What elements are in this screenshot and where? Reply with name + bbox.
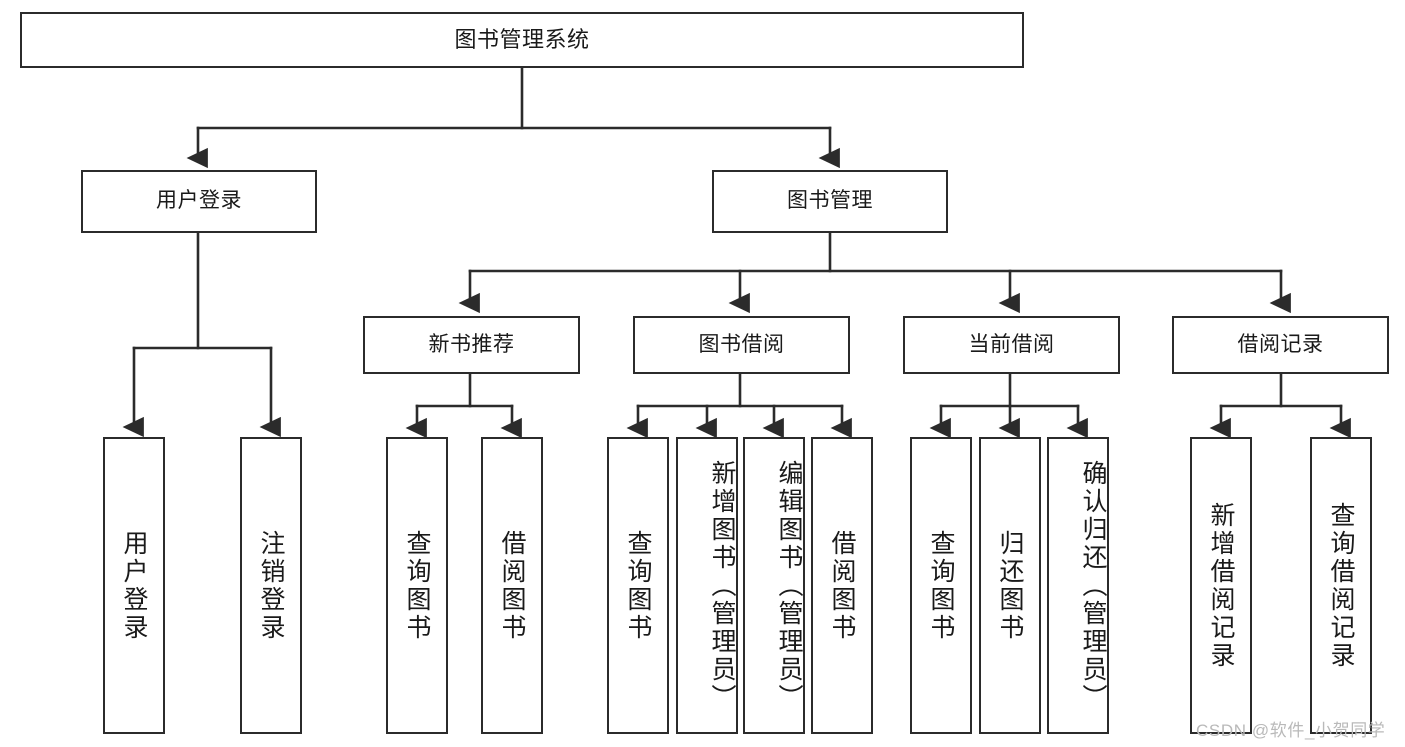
- edge-group-current-borrow: [929, 372, 1088, 439]
- edge-group-borrow-record: [1209, 372, 1351, 439]
- leaf-borrow-record-add-record[interactable]: 新增借阅记录: [1190, 437, 1252, 734]
- node-root-book-management-system[interactable]: 图书管理系统: [20, 12, 1024, 68]
- leaf-book-borrow-add-book-admin[interactable]: 新增图书（管理员）: [676, 437, 738, 734]
- leaf-book-borrow-query-book[interactable]: 查询图书: [607, 437, 669, 734]
- leaf-book-borrow-borrow-book[interactable]: 借阅图书: [811, 437, 873, 734]
- edge-group-book-management: [458, 231, 1291, 314]
- node-borrow-record[interactable]: 借阅记录: [1172, 316, 1389, 374]
- leaf-new-book-query-book[interactable]: 查询图书: [386, 437, 448, 734]
- edge-group-book-borrow: [626, 372, 852, 439]
- node-book-management[interactable]: 图书管理: [712, 170, 948, 233]
- leaf-current-borrow-return-book[interactable]: 归还图书: [979, 437, 1041, 734]
- node-current-borrow[interactable]: 当前借阅: [903, 316, 1120, 374]
- leaf-book-borrow-edit-book-admin[interactable]: 编辑图书（管理员）: [743, 437, 805, 734]
- leaf-borrow-record-query-record[interactable]: 查询借阅记录: [1310, 437, 1372, 734]
- leaf-user-login-login[interactable]: 用户登录: [103, 437, 165, 734]
- node-new-book-recommend[interactable]: 新书推荐: [363, 316, 580, 374]
- edge-group-user-login: [122, 231, 281, 438]
- leaf-user-login-logout[interactable]: 注销登录: [240, 437, 302, 734]
- leaf-current-borrow-confirm-return-admin[interactable]: 确认归还（管理员）: [1047, 437, 1109, 734]
- edge-group-root: [186, 66, 840, 169]
- node-user-login[interactable]: 用户登录: [81, 170, 317, 233]
- edge-group-new-book: [405, 372, 522, 439]
- leaf-new-book-borrow-book[interactable]: 借阅图书: [481, 437, 543, 734]
- csdn-watermark: CSDN @软件_小贺同学: [1196, 721, 1386, 740]
- node-book-borrow[interactable]: 图书借阅: [633, 316, 850, 374]
- leaf-current-borrow-query-book[interactable]: 查询图书: [910, 437, 972, 734]
